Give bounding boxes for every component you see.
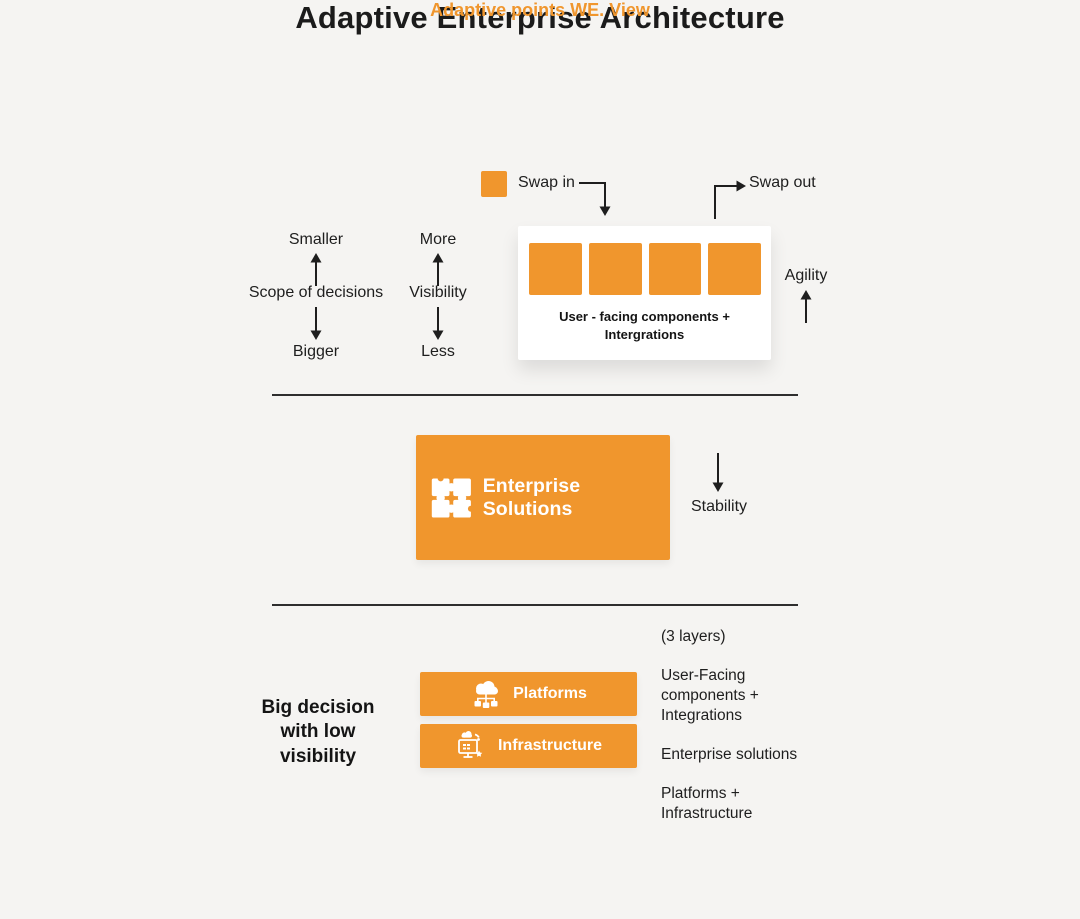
scope-axis-label: Scope of decisions: [248, 284, 384, 301]
component-square: [708, 243, 761, 295]
component-squares: [518, 226, 771, 295]
user-facing-card-label: User - facing components + Intergrations: [559, 309, 730, 342]
layer-item-platforms: Platforms + Infrastructure: [661, 785, 753, 823]
component-square: [529, 243, 582, 295]
swap-in-elbow-arrow-icon: [579, 182, 611, 216]
cloud-platform-icon: [474, 681, 499, 708]
visibility-top-label: More: [419, 231, 457, 248]
puzzle-icon: [431, 474, 474, 518]
swap-out-elbow-arrow-icon: [714, 180, 746, 219]
layer-item-user-facing: User-Facing components + Integrations: [661, 667, 759, 725]
component-square: [648, 243, 702, 295]
swap-out-label: Swap out: [749, 174, 816, 191]
visibility-up-arrow-icon: [432, 253, 444, 286]
page-subtitle: Adaptive points WE. View: [430, 0, 650, 20]
agility-up-arrow-icon: [800, 290, 812, 323]
visibility-down-arrow-icon: [432, 307, 444, 340]
stability-label: Stability: [690, 498, 748, 515]
scope-up-arrow-icon: [310, 253, 322, 286]
swap-in-label: Swap in: [518, 174, 575, 191]
layer-item-enterprise: Enterprise solutions: [661, 746, 798, 763]
component-square: [588, 243, 642, 295]
visibility-bottom-label: Less: [421, 343, 455, 360]
enterprise-solutions-box: Enterprise Solutions: [416, 435, 670, 560]
divider-bottom: [272, 604, 798, 606]
agility-label: Agility: [784, 267, 828, 284]
platforms-label: Platforms: [513, 685, 587, 702]
user-facing-card: User - facing components + Intergrations: [518, 226, 771, 360]
stability-down-arrow-icon: [712, 453, 724, 492]
divider-top: [272, 394, 798, 396]
enterprise-solutions-label: Enterprise Solutions: [482, 474, 581, 520]
scope-top-label: Smaller: [288, 231, 344, 248]
page-title: Adaptive Enterprise Architecture: [295, 0, 785, 35]
scope-bottom-label: Bigger: [292, 343, 340, 360]
scope-down-arrow-icon: [310, 307, 322, 340]
infrastructure-box: Infrastructure: [420, 724, 637, 768]
platforms-box: Platforms: [420, 672, 637, 716]
layers-heading: (3 layers): [661, 628, 726, 645]
infrastructure-label: Infrastructure: [497, 737, 603, 754]
big-decision-label: Big decision with low visibility: [261, 697, 375, 767]
swap-in-swatch: [481, 171, 507, 197]
computer-infrastructure-icon: [458, 731, 483, 758]
visibility-axis-label: Visibility: [409, 284, 467, 301]
